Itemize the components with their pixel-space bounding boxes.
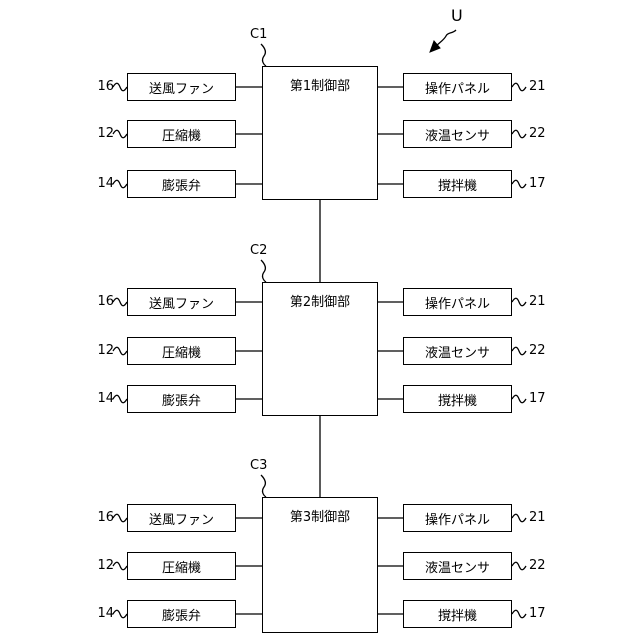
unit-3-id-leader [261, 475, 266, 497]
unit-2-right-ref-3: 17 [529, 391, 546, 406]
unit-2-left-ref-leader-3 [113, 395, 127, 403]
unit-1-right-ref-leader-2 [512, 130, 526, 138]
unit-2-right-ref-2: 22 [529, 343, 546, 358]
unit-3-right-device-2: 液温センサ [403, 552, 512, 580]
unit-3-right-ref-leader-3 [512, 610, 526, 618]
unit-2-right-device-1: 操作パネル [403, 288, 512, 316]
unit-2-left-device-1: 送風ファン [127, 288, 236, 316]
unit-3-right-ref-1: 21 [529, 510, 546, 525]
unit-2-controller: 第2制御部 [262, 282, 378, 416]
unit-2-left-device-2: 圧縮機 [127, 337, 236, 365]
unit-3-left-ref-leader-3 [113, 610, 127, 618]
unit-1-right-ref-1: 21 [529, 79, 546, 94]
unit-2-left-ref-leader-1 [113, 298, 127, 306]
unit-1-left-ref-1: 16 [74, 79, 114, 94]
unit-1-id-leader [261, 44, 266, 66]
unit-3-left-ref-leader-2 [113, 562, 127, 570]
unit-3-left-device-3: 膨張弁 [127, 600, 236, 628]
unit-3-right-ref-leader-2 [512, 562, 526, 570]
unit-2-right-ref-leader-1 [512, 298, 526, 306]
unit-3-left-ref-1: 16 [74, 510, 114, 525]
unit-1-left-device-1: 送風ファン [127, 73, 236, 101]
unit-3-right-ref-3: 17 [529, 606, 546, 621]
unit-1-right-ref-leader-1 [512, 83, 526, 91]
unit-3-right-ref-2: 22 [529, 558, 546, 573]
unit-2-left-ref-3: 14 [74, 391, 114, 406]
unit-1-right-device-2: 液温センサ [403, 120, 512, 148]
unit-2-left-device-3: 膨張弁 [127, 385, 236, 413]
unit-3-right-ref-leader-1 [512, 514, 526, 522]
unit-1-right-ref-3: 17 [529, 176, 546, 191]
unit-2-id-leader [261, 260, 266, 282]
unit-2-left-ref-leader-2 [113, 347, 127, 355]
unit-1-left-device-3: 膨張弁 [127, 170, 236, 198]
unit-1-left-device-2: 圧縮機 [127, 120, 236, 148]
unit-2-right-ref-leader-2 [512, 347, 526, 355]
unit-3-left-device-1: 送風ファン [127, 504, 236, 532]
unit-2-right-ref-leader-3 [512, 395, 526, 403]
unit-1-left-ref-leader-3 [113, 180, 127, 188]
system-label: U [451, 6, 463, 25]
unit-1-controller: 第1制御部 [262, 66, 378, 200]
unit-2-id-label: C2 [250, 243, 267, 258]
unit-1-right-device-1: 操作パネル [403, 73, 512, 101]
unit-3-controller: 第3制御部 [262, 497, 378, 633]
unit-1-left-ref-leader-1 [113, 83, 127, 91]
unit-2-right-device-3: 撹拌機 [403, 385, 512, 413]
unit-2-left-ref-1: 16 [74, 294, 114, 309]
unit-1-right-ref-leader-3 [512, 180, 526, 188]
unit-3-right-device-1: 操作パネル [403, 504, 512, 532]
unit-1-left-ref-leader-2 [113, 130, 127, 138]
unit-1-left-ref-2: 12 [74, 126, 114, 141]
unit-3-left-device-2: 圧縮機 [127, 552, 236, 580]
unit-3-left-ref-2: 12 [74, 558, 114, 573]
unit-2-right-device-2: 液温センサ [403, 337, 512, 365]
system-arrow-head [430, 41, 440, 52]
unit-3-left-ref-3: 14 [74, 606, 114, 621]
unit-1-right-ref-2: 22 [529, 126, 546, 141]
unit-3-left-ref-leader-1 [113, 514, 127, 522]
unit-1-id-label: C1 [250, 27, 267, 42]
unit-3-right-device-3: 撹拌機 [403, 600, 512, 628]
unit-1-left-ref-3: 14 [74, 176, 114, 191]
unit-2-right-ref-1: 21 [529, 294, 546, 309]
unit-2-left-ref-2: 12 [74, 343, 114, 358]
unit-3-id-label: C3 [250, 458, 267, 473]
unit-1-right-device-3: 撹拌機 [403, 170, 512, 198]
